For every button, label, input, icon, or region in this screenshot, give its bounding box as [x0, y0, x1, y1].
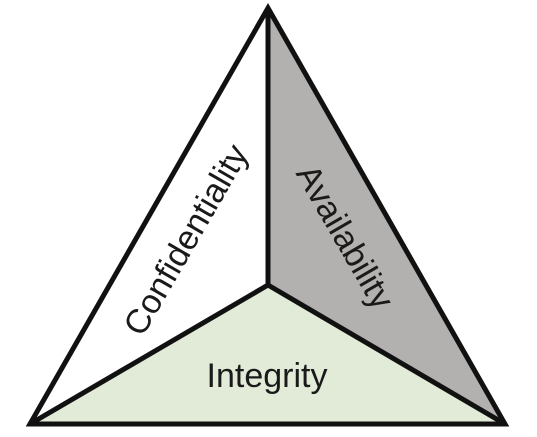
integrity-label: Integrity: [207, 357, 328, 395]
divider-right: [266, 282, 507, 427]
integrity-face: [30, 285, 505, 424]
divider-left: [28, 282, 270, 427]
triangle-outline: [25, 2, 510, 427]
